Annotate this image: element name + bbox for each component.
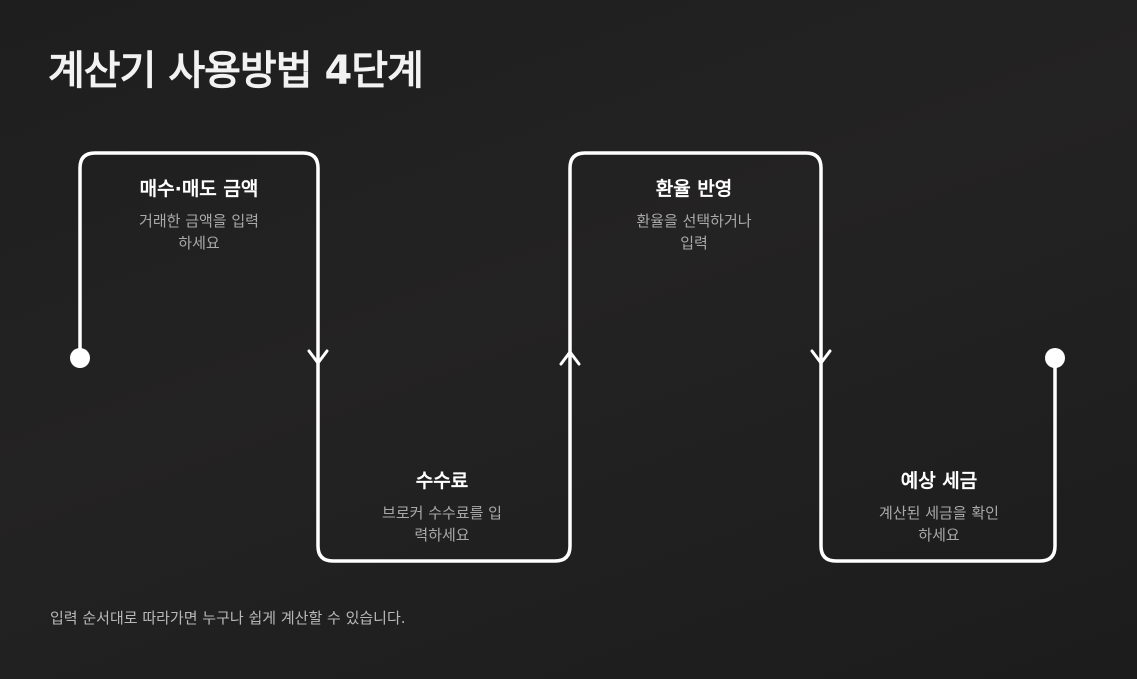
page-title: 계산기 사용방법 4단계 (48, 48, 424, 94)
step-description-line: 거래한 금액을 입력 (139, 212, 259, 230)
step-description-line: 력하세요 (414, 526, 470, 544)
step-title: 매수·매도 금액 (139, 178, 259, 200)
step-description-line: 브로커 수수료를 입 (382, 504, 502, 522)
step-title: 환율 반영 (655, 178, 733, 200)
arrow-down-icon (307, 349, 329, 365)
step-2: 수수료 브로커 수수료를 입 력하세요 (342, 466, 542, 546)
step-description-line: 입력 (680, 234, 708, 252)
step-3: 환율 반영 환율을 선택하거나 입력 (594, 174, 794, 254)
step-title: 수수료 (415, 470, 469, 492)
step-4: 예상 세금 계산된 세금을 확인 하세요 (839, 466, 1039, 546)
step-description-line: 하세요 (918, 526, 960, 544)
start-dot (70, 348, 90, 368)
step-description: 브로커 수수료를 입 력하세요 (342, 502, 542, 546)
step-description: 계산된 세금을 확인 하세요 (839, 502, 1039, 546)
footnote: 입력 순서대로 따라가면 누구나 쉽게 계산할 수 있습니다. (50, 609, 406, 627)
end-dot (1045, 348, 1065, 368)
step-description: 환율을 선택하거나 입력 (594, 210, 794, 254)
step-description-line: 하세요 (178, 234, 220, 252)
step-1: 매수·매도 금액 거래한 금액을 입력 하세요 (99, 174, 299, 254)
arrow-up-icon (559, 350, 581, 366)
flow-path (78, 151, 1057, 563)
arrow-down-icon (810, 349, 832, 365)
step-title: 예상 세금 (900, 470, 978, 492)
step-description-line: 계산된 세금을 확인 (879, 504, 999, 522)
step-description: 거래한 금액을 입력 하세요 (99, 210, 299, 254)
step-description-line: 환율을 선택하거나 (636, 212, 752, 230)
